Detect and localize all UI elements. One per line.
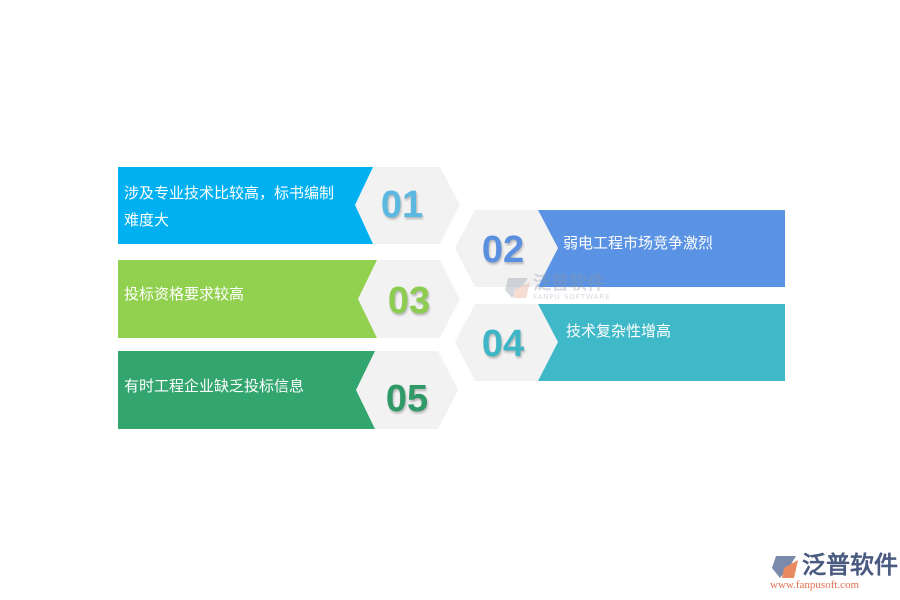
item-04-text: 技术复杂性增高: [566, 322, 672, 340]
logo-url: www.fanpusoft.com: [770, 579, 860, 591]
hexagon-01: [355, 167, 460, 244]
bar-02: [538, 210, 785, 287]
hexagon-04: [455, 304, 558, 381]
item-02-text: 弱电工程市场竞争激烈: [563, 234, 714, 252]
item-05-text: 有时工程企业缺乏投标信息: [124, 377, 305, 395]
item-01-text-line2: 难度大: [124, 211, 170, 229]
item-03-number: 03: [387, 280, 431, 322]
logo-icon: [772, 556, 798, 578]
item-01-text: 涉及专业技术比较高，标书编制 难度大: [124, 180, 334, 234]
hexagon-02: [455, 210, 558, 287]
bar-01: [118, 167, 373, 244]
bar-05: [118, 351, 375, 429]
watermark-cn: 泛普软件: [533, 273, 605, 294]
item-02-number: 02: [481, 229, 525, 271]
hexagon-05: [356, 351, 458, 429]
bar-03: [118, 260, 377, 338]
item-01-number: 01: [380, 184, 424, 226]
hexagon-03: [358, 260, 460, 338]
watermark-en: FANPU SOFTWARE: [533, 293, 611, 301]
item-03-text: 投标资格要求较高: [124, 285, 245, 303]
bar-04: [538, 304, 785, 381]
watermark-icon: [505, 278, 530, 298]
item-05-number: 05: [385, 378, 429, 420]
watermark: 泛普软件 FANPU SOFTWARE: [505, 273, 611, 302]
item-04-number: 04: [481, 323, 525, 365]
item-01-text-line1: 涉及专业技术比较高，标书编制: [124, 184, 335, 202]
logo: 泛普软件 www.fanpusoft.com: [770, 552, 898, 592]
logo-cn: 泛普软件: [802, 551, 898, 579]
